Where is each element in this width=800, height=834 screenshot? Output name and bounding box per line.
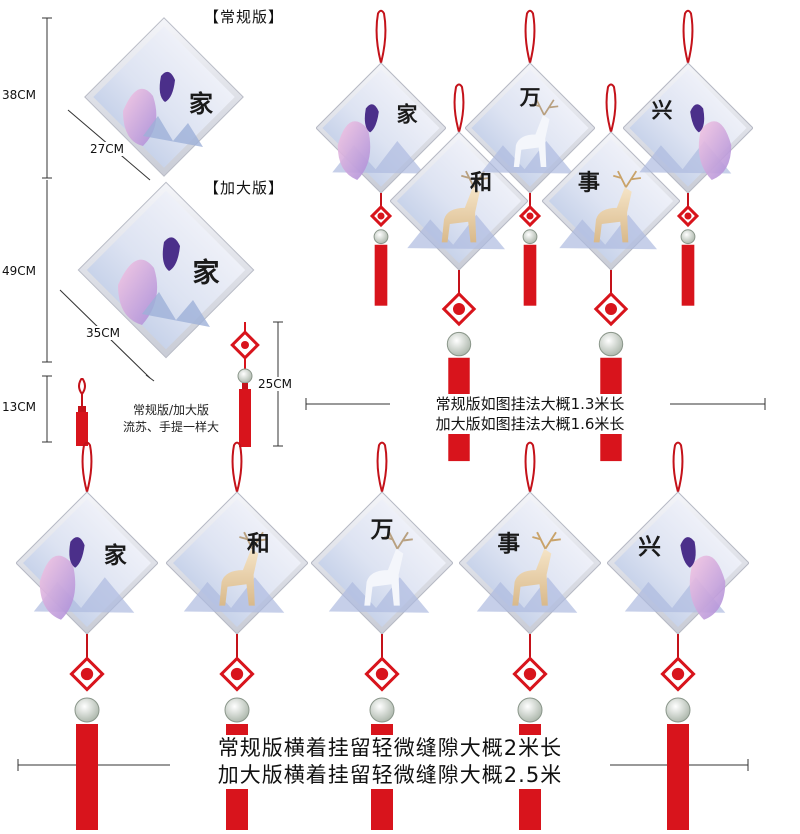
diagram-char-regular: 家 bbox=[189, 89, 213, 118]
tassel-note-line-2: 流苏、手提一样大 bbox=[122, 420, 219, 434]
jade-bead bbox=[517, 697, 543, 723]
large-version-label: 【加大版】 bbox=[204, 179, 285, 197]
hanging-loop bbox=[81, 441, 93, 493]
row-plaque-3: 万 bbox=[311, 441, 453, 830]
chinese-knot-icon bbox=[364, 656, 400, 692]
peacock-body bbox=[162, 237, 180, 271]
hanging-note: 常规版如图挂法大概1.3米长 加大版如图挂法大概1.6米长 bbox=[390, 394, 670, 434]
plaque-character: 兴 bbox=[652, 98, 673, 123]
peacock-illustration bbox=[624, 537, 726, 620]
chinese-knot-icon bbox=[219, 656, 255, 692]
deer-illustration bbox=[407, 170, 505, 250]
cluster-plaque-5: 兴 bbox=[623, 9, 753, 306]
chinese-knot-icon bbox=[518, 204, 542, 228]
deer-illustration bbox=[559, 170, 657, 250]
chinese-knot-icon bbox=[69, 656, 105, 692]
hanging-loop bbox=[453, 83, 465, 133]
peacock-illustration bbox=[332, 104, 425, 180]
plaque-character: 家 bbox=[104, 542, 127, 569]
large-size-diamond: 家 bbox=[77, 181, 255, 359]
large-width-label: 35CM bbox=[86, 326, 121, 340]
chinese-knot-icon bbox=[230, 330, 260, 360]
plaque-character: 万 bbox=[519, 85, 541, 110]
jade-bead bbox=[598, 331, 624, 357]
diagram-char-large: 家 bbox=[193, 257, 220, 289]
jade-bead bbox=[522, 229, 538, 245]
hanging-loop bbox=[375, 9, 387, 64]
plaque-character: 兴 bbox=[638, 534, 661, 560]
deer-illustration bbox=[481, 99, 574, 174]
hanging-loop bbox=[376, 441, 388, 493]
plaque-character: 事 bbox=[497, 532, 520, 558]
chinese-knot-icon bbox=[676, 204, 700, 228]
chinese-knot-icon bbox=[660, 656, 696, 692]
deer-illustration bbox=[183, 531, 285, 613]
hanging-loop bbox=[672, 441, 684, 493]
pendant-length-label: 25CM bbox=[258, 377, 293, 391]
red-tassel bbox=[76, 724, 98, 830]
chinese-knot-icon bbox=[593, 291, 629, 327]
jade-bead bbox=[665, 697, 691, 723]
jade-bead bbox=[446, 331, 472, 357]
row-plaque-2: 和 bbox=[166, 441, 308, 830]
regular-size-diamond: 家 bbox=[84, 17, 244, 177]
hanging-loop bbox=[605, 83, 617, 133]
horizontal-note: 常规版横着挂留轻微缝隙大概2米长 加大版横着挂留轻微缝隙大概2.5米 bbox=[170, 735, 610, 789]
plaque-character: 和 bbox=[247, 532, 270, 558]
chinese-knot-icon bbox=[441, 291, 477, 327]
red-tassel bbox=[374, 244, 388, 306]
hanging-note-line-1: 常规版如图挂法大概1.3米长 bbox=[435, 395, 625, 413]
chinese-knot-icon bbox=[369, 204, 393, 228]
tassel-note-line-1: 常规版/加大版 bbox=[132, 403, 210, 417]
row-plaque-1: 家 bbox=[16, 441, 158, 830]
regular-height-label: 38CM bbox=[2, 88, 37, 102]
cluster-plaque-3: 万 bbox=[465, 9, 595, 306]
plaque-character: 家 bbox=[397, 102, 418, 127]
row-plaque-4: 事 bbox=[459, 441, 601, 830]
large-height-label: 49CM bbox=[2, 264, 37, 278]
plaque-character: 事 bbox=[578, 170, 600, 196]
plaque-character: 万 bbox=[371, 517, 394, 543]
deer-illustration bbox=[476, 531, 578, 613]
chinese-knot-icon bbox=[512, 656, 548, 692]
hanging-loop bbox=[524, 441, 536, 493]
pendant-sample bbox=[230, 322, 260, 447]
red-tassel bbox=[681, 244, 695, 306]
jade-bead bbox=[373, 229, 389, 245]
jade-bead bbox=[224, 697, 250, 723]
peacock-illustration bbox=[639, 104, 732, 180]
horizontal-note-line-2: 加大版横着挂留轻微缝隙大概2.5米 bbox=[217, 763, 563, 787]
plaque-character: 和 bbox=[470, 170, 492, 196]
hanging-note-line-2: 加大版如图挂法大概1.6米长 bbox=[435, 415, 625, 433]
peacock-body bbox=[159, 71, 175, 102]
regular-version-label: 【常规版】 bbox=[204, 8, 285, 26]
cluster-plaque-1: 家 bbox=[316, 9, 446, 306]
horizontal-note-line-1: 常规版横着挂留轻微缝隙大概2米长 bbox=[217, 736, 563, 760]
red-tassel bbox=[523, 244, 537, 306]
jade-bead bbox=[680, 229, 696, 245]
deer-illustration bbox=[328, 531, 430, 613]
hanging-loop bbox=[231, 441, 243, 493]
jade-bead bbox=[74, 697, 100, 723]
hanging-loop bbox=[524, 9, 536, 64]
row-plaque-5: 兴 bbox=[607, 441, 749, 830]
red-tassel bbox=[667, 724, 689, 830]
tassel-length-label: 13CM bbox=[2, 400, 37, 414]
tassel-note: 常规版/加大版 流苏、手提一样大 bbox=[104, 402, 238, 436]
peacock-illustration bbox=[33, 537, 135, 620]
jade-bead bbox=[369, 697, 395, 723]
regular-width-label: 27CM bbox=[90, 142, 125, 156]
tassel-sample bbox=[76, 378, 88, 446]
hanging-loop bbox=[682, 9, 694, 64]
